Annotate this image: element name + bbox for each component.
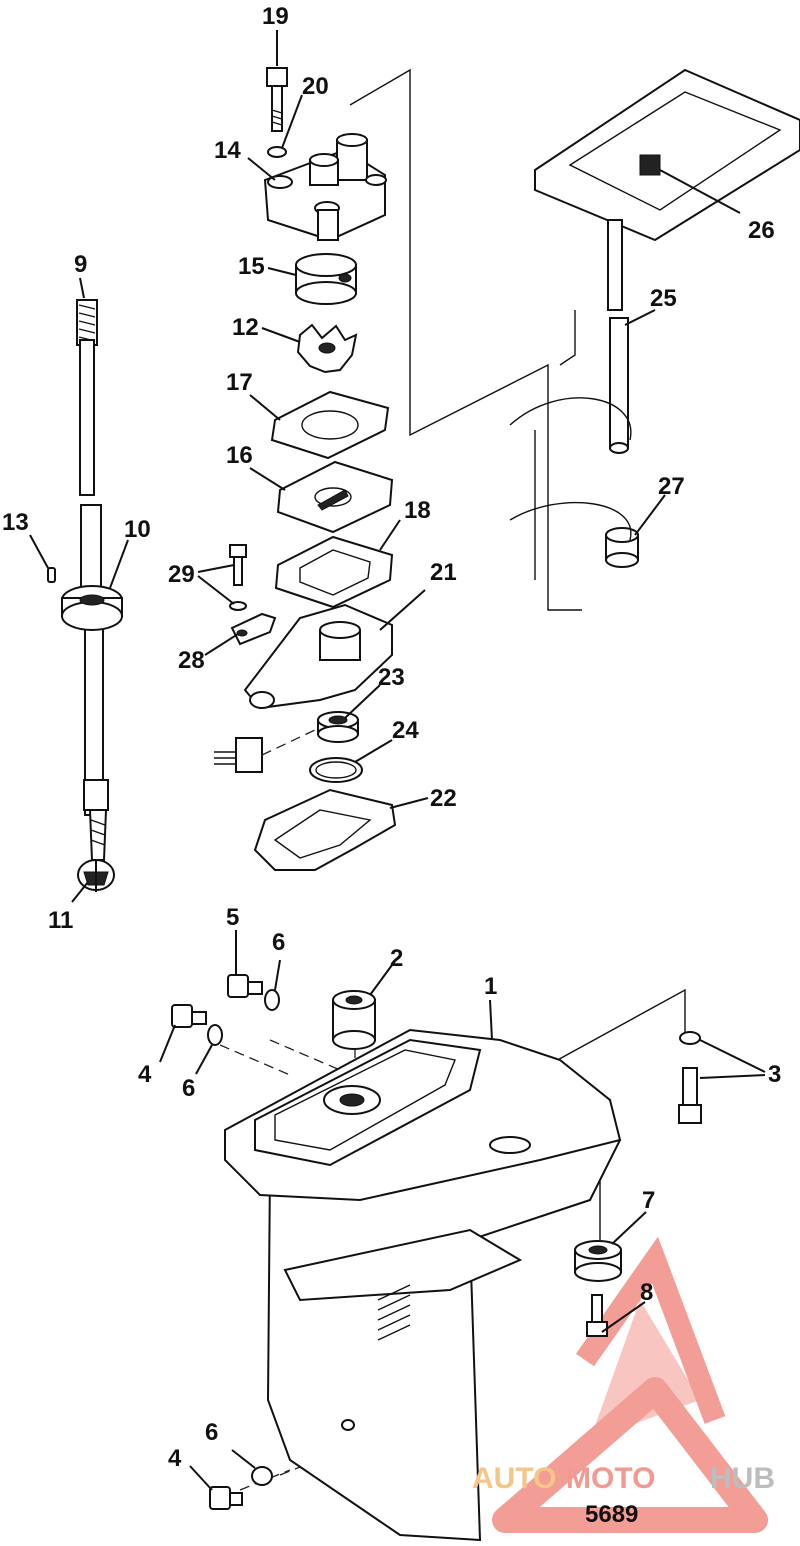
gasket-part-18 <box>274 535 394 609</box>
leader-lines <box>29 30 766 1491</box>
washer-part-6-upper <box>264 989 280 1011</box>
shaft-middle <box>80 504 102 591</box>
bolt-part-29 <box>229 544 247 586</box>
callout-numbers: 19 20 14 15 12 17 16 18 21 29 28 23 24 2… <box>2 3 781 1472</box>
callout-12: 12 <box>232 314 259 341</box>
screw-part-4-upper <box>171 1004 207 1028</box>
callout-29: 29 <box>168 561 195 588</box>
callout-27: 27 <box>658 473 685 500</box>
screw-part-8 <box>586 1294 608 1337</box>
washer-part-6-lower <box>251 1466 273 1486</box>
figure-number: 5689 <box>585 1501 638 1528</box>
washer-part-20 <box>267 146 287 158</box>
watermark-auto: AUTO <box>472 1462 556 1495</box>
callout-16: 16 <box>226 442 253 469</box>
callout-7: 7 <box>642 1187 655 1214</box>
callout-8: 8 <box>640 1279 653 1306</box>
callout-3: 3 <box>768 1061 781 1088</box>
screw-part-5 <box>227 974 263 998</box>
callout-4-lower: 4 <box>168 1445 182 1472</box>
bolt-part-19 <box>266 67 288 132</box>
callout-17: 17 <box>226 369 253 396</box>
callout-10: 10 <box>124 516 151 543</box>
grommet-part-7 <box>574 1240 622 1282</box>
callout-23: 23 <box>378 664 405 691</box>
callout-1: 1 <box>484 973 497 1000</box>
grommet-part-27 <box>605 527 639 568</box>
callout-21: 21 <box>430 559 457 586</box>
pump-housing-part-14 <box>263 133 387 242</box>
pin-part-13 <box>47 567 56 583</box>
shaft-lower-spline <box>88 809 108 861</box>
exhaust-funnel <box>509 397 632 580</box>
shaft-upper <box>79 339 95 496</box>
face-plate-part-16 <box>276 460 394 534</box>
callout-13: 13 <box>2 509 29 536</box>
pump-insert-part-15 <box>295 253 357 305</box>
callout-4-upper: 4 <box>138 1061 152 1088</box>
watermark-moto: MOTO <box>566 1462 655 1495</box>
gear-housing-part-1 <box>224 1028 622 1542</box>
callout-15: 15 <box>238 253 265 280</box>
pump-base-part-21 <box>243 603 393 710</box>
callout-2: 2 <box>390 945 403 972</box>
callout-24: 24 <box>392 717 419 744</box>
bushing-part-2 <box>332 990 376 1050</box>
callout-18: 18 <box>404 497 431 524</box>
watermark-wordmark: AUTO MOTO HUB <box>472 1462 775 1495</box>
shaft-collar <box>83 779 109 811</box>
callout-11: 11 <box>48 907 73 934</box>
callout-6-top: 6 <box>272 929 285 956</box>
callout-5: 5 <box>226 904 239 931</box>
adapter-plate-part-26 <box>534 68 800 242</box>
gasket-part-17 <box>270 390 390 460</box>
callout-6-middle: 6 <box>182 1075 195 1102</box>
water-tube-part-25 <box>607 219 629 454</box>
callout-28: 28 <box>178 647 205 674</box>
seal-sleeve <box>214 729 316 773</box>
watermark-triangle-outer <box>492 1377 768 1533</box>
callout-14: 14 <box>214 137 241 164</box>
drive-shaft-part-9 <box>76 299 109 861</box>
watermark-triangle-fill <box>590 1300 700 1440</box>
callout-22: 22 <box>430 785 457 812</box>
plate-part-28 <box>230 612 277 646</box>
callout-20: 20 <box>302 73 329 100</box>
callout-19: 19 <box>262 3 289 30</box>
bearing-part-10 <box>61 585 123 631</box>
impeller-part-12 <box>296 323 358 374</box>
screw-part-4-lower <box>209 1486 243 1510</box>
watermark-hub: HUB <box>710 1462 775 1495</box>
cavitation-plate <box>283 1228 523 1302</box>
screw-part-3 <box>678 1031 702 1124</box>
callout-26: 26 <box>748 217 775 244</box>
oil-seal-part-23 <box>317 711 359 743</box>
callout-6-bottom: 6 <box>205 1419 218 1446</box>
callout-9: 9 <box>74 251 87 278</box>
gasket-part-22 <box>253 788 397 871</box>
callout-25: 25 <box>650 285 677 312</box>
washer-part-6-left <box>207 1024 223 1046</box>
